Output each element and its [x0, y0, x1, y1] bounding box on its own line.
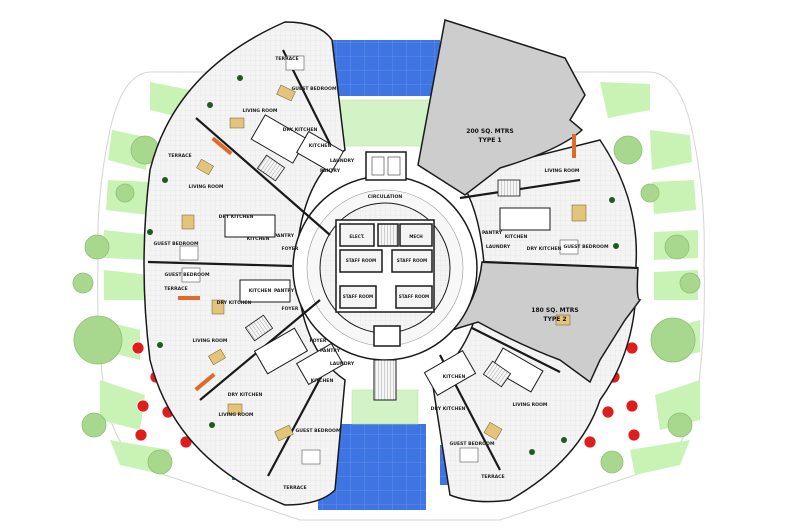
label-guest-bedroom-1: GUEST BEDROOM [291, 86, 336, 92]
accent-panels [178, 134, 576, 392]
label-foyer-1: FOYER [282, 246, 299, 252]
label-mech: MECH [409, 234, 423, 239]
label-foyer-2: FOYER [282, 306, 299, 312]
label-guest-bedroom-3: GUEST BEDROOM [164, 272, 209, 278]
label-laundry-3: LAUNDRY [330, 361, 355, 367]
label-dry-kitchen-6: DRY KITCHEN [431, 406, 466, 412]
core-rooms [335, 219, 435, 313]
label-circulation: CIRCULATION [368, 194, 403, 200]
trees [72, 135, 701, 475]
label-pantry-1: PANTRY [320, 168, 341, 174]
label-dry-kitchen-3: DRY KITCHEN [217, 300, 252, 306]
label-type1-name: TYPE 1 [478, 137, 501, 144]
label-kitchen-4: KITCHEN [311, 378, 334, 384]
label-guest-bedroom-2: GUEST BEDROOM [153, 241, 198, 247]
label-staff-room-3: STAFF ROOM [343, 294, 373, 299]
label-type1-area: 200 SQ. MTRS [466, 128, 513, 135]
interior-walls [224, 114, 551, 396]
label-laundry-1: LAUNDRY [330, 158, 355, 164]
label-staff-room-1: STAFF ROOM [346, 258, 376, 263]
label-kitchen-6: KITCHEN [443, 374, 466, 380]
label-kitchen-5: KITCHEN [505, 234, 528, 240]
label-kitchen-3: KITCHEN [249, 288, 272, 294]
label-guest-bedroom-6: GUEST BEDROOM [449, 441, 494, 447]
label-dry-kitchen-2: DRY KITCHEN [219, 214, 254, 220]
label-terrace-5: TERRACE [481, 474, 504, 480]
pool-top [332, 40, 440, 96]
label-dry-kitchen-1: DRY KITCHEN [283, 127, 318, 133]
label-dry-kitchen-4: DRY KITCHEN [228, 392, 263, 398]
palm-markers [147, 75, 619, 455]
label-living-room-5: LIVING ROOM [544, 168, 579, 174]
unit-type-1-block [417, 19, 586, 196]
label-terrace-4: TERRACE [283, 485, 306, 491]
label-terrace-2: TERRACE [168, 153, 191, 159]
label-staff-room-4: STAFF ROOM [399, 294, 429, 299]
label-type2-name: TYPE 2 [543, 316, 566, 323]
label-foyer-3: FOYER [310, 338, 327, 344]
label-dry-kitchen-5: DRY KITCHEN [527, 246, 562, 252]
unit-stairs [244, 154, 521, 388]
label-guest-bedroom-5: GUEST BEDROOM [563, 244, 608, 250]
label-pantry-2: PANTRY [274, 233, 295, 239]
label-living-room-1: LIVING ROOM [242, 108, 277, 114]
label-living-room-3: LIVING ROOM [192, 338, 227, 344]
label-elect: ELECT. [349, 234, 365, 239]
label-type2-area: 180 SQ. MTRS [531, 307, 578, 314]
label-pantry-3: PANTRY [274, 288, 295, 294]
label-laundry-2: LAUNDRY [486, 244, 511, 250]
label-pantry-4: PANTRY [320, 348, 341, 354]
furniture [179, 55, 587, 465]
label-living-room-6: LIVING ROOM [512, 402, 547, 408]
label-terrace-3: TERRACE [164, 286, 187, 292]
label-living-room-2: LIVING ROOM [188, 184, 223, 190]
label-pantry-5: PANTRY [482, 230, 503, 236]
label-living-room-4: LIVING ROOM [218, 412, 253, 418]
label-guest-bedroom-4: GUEST BEDROOM [295, 428, 340, 434]
label-kitchen-1: KITCHEN [309, 143, 332, 149]
label-staff-room-2: STAFF ROOM [397, 258, 427, 263]
label-kitchen-2: KITCHEN [247, 236, 270, 242]
label-terrace-1: TERRACE [275, 56, 298, 62]
